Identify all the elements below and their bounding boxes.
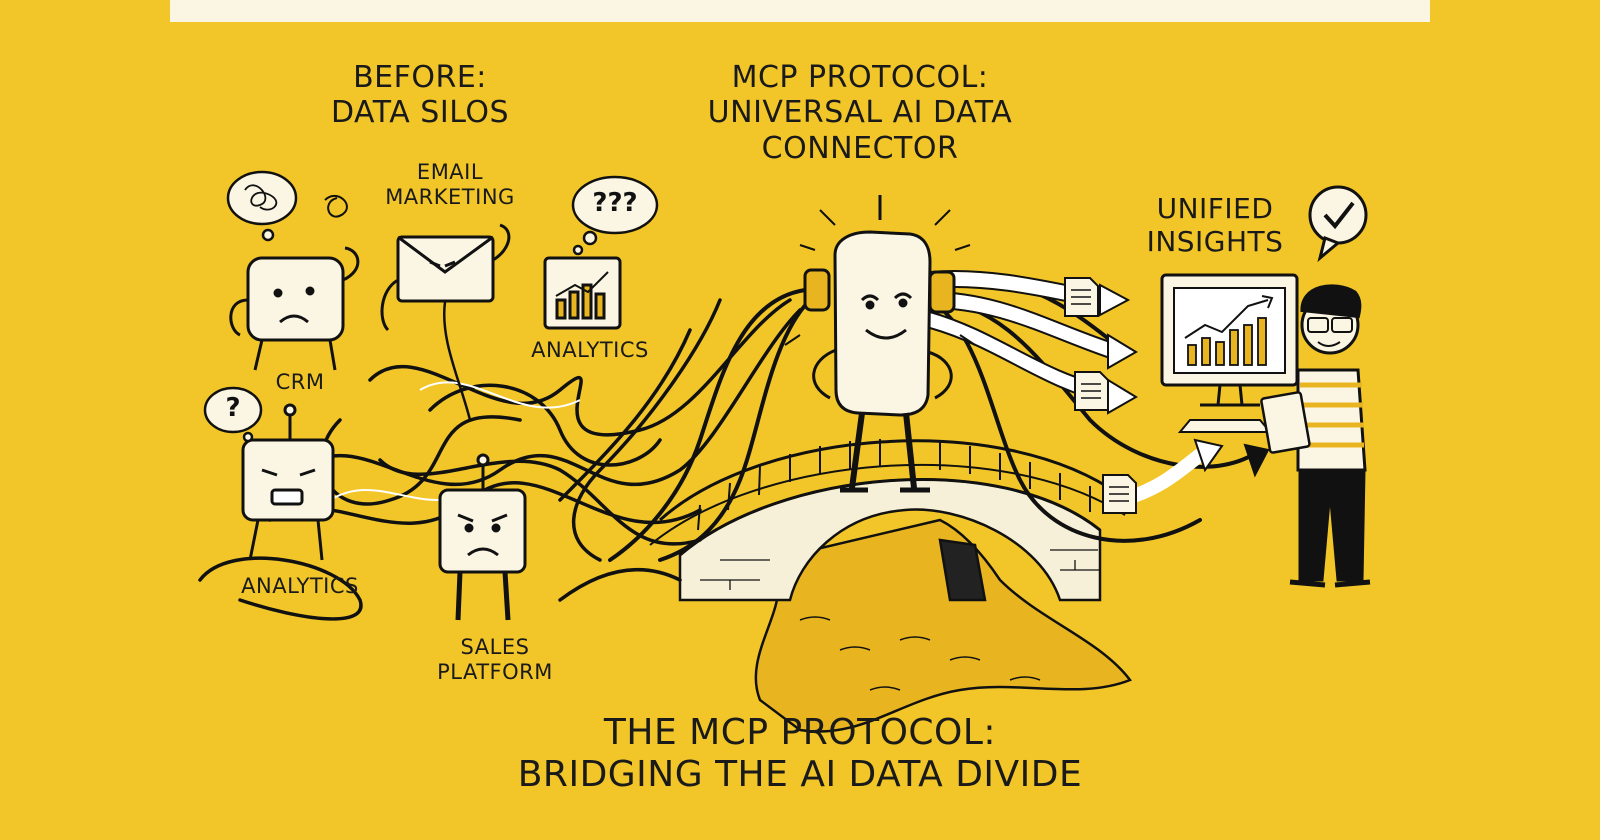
monitor [1160, 273, 1299, 433]
sales-label-line2: PLATFORM [437, 659, 553, 684]
before-heading-line1: BEFORE: [353, 60, 487, 95]
email-marketing-label: EMAIL MARKETING [375, 160, 525, 210]
mcp-heading: MCP PROTOCOL: UNIVERSAL AI DATA CONNECTO… [700, 60, 1020, 166]
glow-lines [784, 209, 976, 346]
confused-bubble-text: ??? [592, 188, 638, 218]
check-bubble [1308, 185, 1368, 263]
question-bubble-text: ? [225, 393, 241, 423]
sales-platform-label: SALES PLATFORM [425, 635, 565, 685]
unified-heading-line2: INSIGHTS [1146, 225, 1284, 259]
before-heading: BEFORE: DATA SILOS [330, 60, 510, 131]
analytics-character-top [543, 256, 622, 330]
analytics-top-label: ANALYTICS [531, 338, 649, 362]
mcp-heading-line1: MCP PROTOCOL: [731, 60, 989, 95]
footer-title: THE MCP PROTOCOL: BRIDGING THE AI DATA D… [480, 712, 1120, 797]
footer-title-line1: THE MCP PROTOCOL: [603, 712, 997, 753]
analytics-bottom-label: ANALYTICS [241, 574, 359, 598]
document-icon [1064, 277, 1137, 514]
arrow-heads [1099, 283, 1270, 478]
unified-heading: UNIFIED INSIGHTS [1140, 192, 1290, 258]
sales-label-line1: SALES [460, 635, 530, 659]
crm-label: CRM [275, 370, 325, 394]
mcp-connector-character [784, 195, 976, 493]
email-character [380, 223, 511, 421]
before-heading-line2: DATA SILOS [330, 95, 509, 131]
footer-title-line2: BRIDGING THE AI DATA DIVIDE [517, 754, 1083, 796]
sales-platform-character [438, 453, 527, 621]
crm-character [229, 246, 360, 371]
river-ripples [799, 616, 1041, 691]
mcp-heading-line3: CONNECTOR [761, 130, 959, 166]
analytics-character-bottom [241, 403, 335, 561]
unified-heading-line1: UNIFIED [1156, 192, 1274, 225]
email-label-line2: MARKETING [385, 184, 515, 209]
person [1260, 284, 1371, 588]
top-paper-strip [170, 0, 1430, 22]
mcp-heading-line2: UNIVERSAL AI DATA [707, 95, 1013, 131]
thought-bubbles [203, 170, 659, 443]
check-icon [1323, 201, 1355, 230]
email-label-line1: EMAIL [416, 160, 484, 184]
